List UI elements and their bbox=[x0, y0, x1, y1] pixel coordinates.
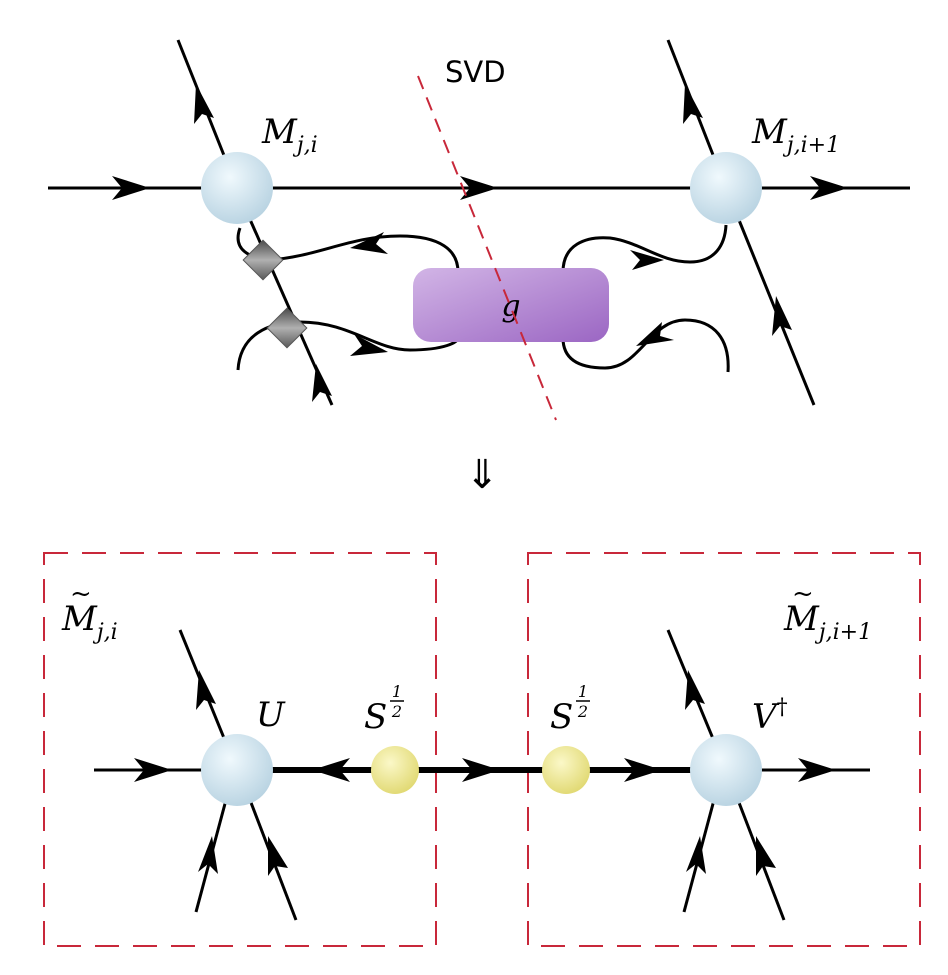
box-right-tensor bbox=[527, 552, 921, 947]
tensor-u bbox=[201, 734, 273, 806]
arrowhead bbox=[350, 334, 388, 356]
arrowhead bbox=[312, 758, 350, 782]
arrowhead bbox=[810, 176, 848, 200]
singular-values-right bbox=[542, 746, 590, 794]
gate-box bbox=[413, 268, 609, 342]
down-arrow-symbol: ⇓ bbox=[465, 452, 499, 498]
isometry-diamond-lower bbox=[266, 307, 308, 349]
arrowhead bbox=[312, 364, 332, 402]
label-left-tensor: Mj,i bbox=[261, 112, 318, 158]
arrowhead bbox=[630, 250, 664, 270]
arrowhead bbox=[686, 836, 706, 874]
svg-text:S: S bbox=[550, 697, 573, 737]
svg-text:Mj,i+1: Mj,i+1 bbox=[783, 599, 872, 645]
right-lower-leg bbox=[724, 187, 816, 406]
arrowhead bbox=[198, 836, 218, 874]
label-right-box: Mj,i+1 ~ bbox=[783, 579, 872, 645]
box-left-tensor bbox=[43, 552, 437, 947]
arrowhead bbox=[798, 758, 836, 782]
arrowhead bbox=[196, 670, 216, 710]
bottom-arrowheads bbox=[134, 670, 836, 876]
gate-label: g bbox=[501, 289, 520, 324]
arrowhead bbox=[460, 176, 498, 200]
svg-text:2: 2 bbox=[577, 702, 588, 721]
arrowhead bbox=[134, 758, 172, 782]
arrowhead bbox=[756, 836, 776, 876]
arrowhead bbox=[683, 84, 703, 124]
svg-text:S: S bbox=[364, 697, 387, 737]
top-network bbox=[48, 39, 910, 406]
svd-label: SVD bbox=[445, 55, 506, 89]
arrowhead bbox=[636, 322, 674, 346]
isometry-diamond-upper bbox=[242, 239, 284, 281]
arrowhead bbox=[194, 84, 214, 124]
svg-text:Mj,i: Mj,i bbox=[61, 599, 118, 645]
svd-cut-line bbox=[417, 75, 557, 421]
top-arrowheads bbox=[112, 84, 848, 402]
svg-text:1: 1 bbox=[392, 682, 402, 701]
arrowhead bbox=[350, 232, 388, 254]
tilde-mark: ~ bbox=[70, 579, 92, 609]
arrowhead bbox=[624, 758, 662, 782]
gate-curve-lower-left bbox=[236, 320, 460, 371]
tilde-mark: ~ bbox=[792, 579, 814, 609]
gate-curve-upper-right bbox=[561, 224, 728, 273]
label-right-tensor: Mj,i+1 bbox=[751, 112, 840, 158]
arrowhead bbox=[462, 758, 500, 782]
arrowhead bbox=[112, 176, 150, 200]
svg-text:2: 2 bbox=[391, 702, 402, 721]
svg-text:1: 1 bbox=[578, 682, 588, 701]
tensor-v-dagger bbox=[690, 734, 762, 806]
arrowhead bbox=[685, 670, 705, 710]
label-v-dagger: V† bbox=[752, 695, 788, 737]
tensor-right bbox=[690, 152, 762, 224]
arrowhead bbox=[268, 836, 288, 876]
label-s-left: S 1 2 bbox=[364, 682, 404, 737]
label-left-box: Mj,i ~ bbox=[61, 579, 118, 645]
tensor-left bbox=[201, 152, 273, 224]
label-s-right: S 1 2 bbox=[550, 682, 590, 737]
singular-values-left bbox=[371, 746, 419, 794]
arrowhead bbox=[772, 296, 792, 336]
label-u: U bbox=[256, 695, 286, 735]
